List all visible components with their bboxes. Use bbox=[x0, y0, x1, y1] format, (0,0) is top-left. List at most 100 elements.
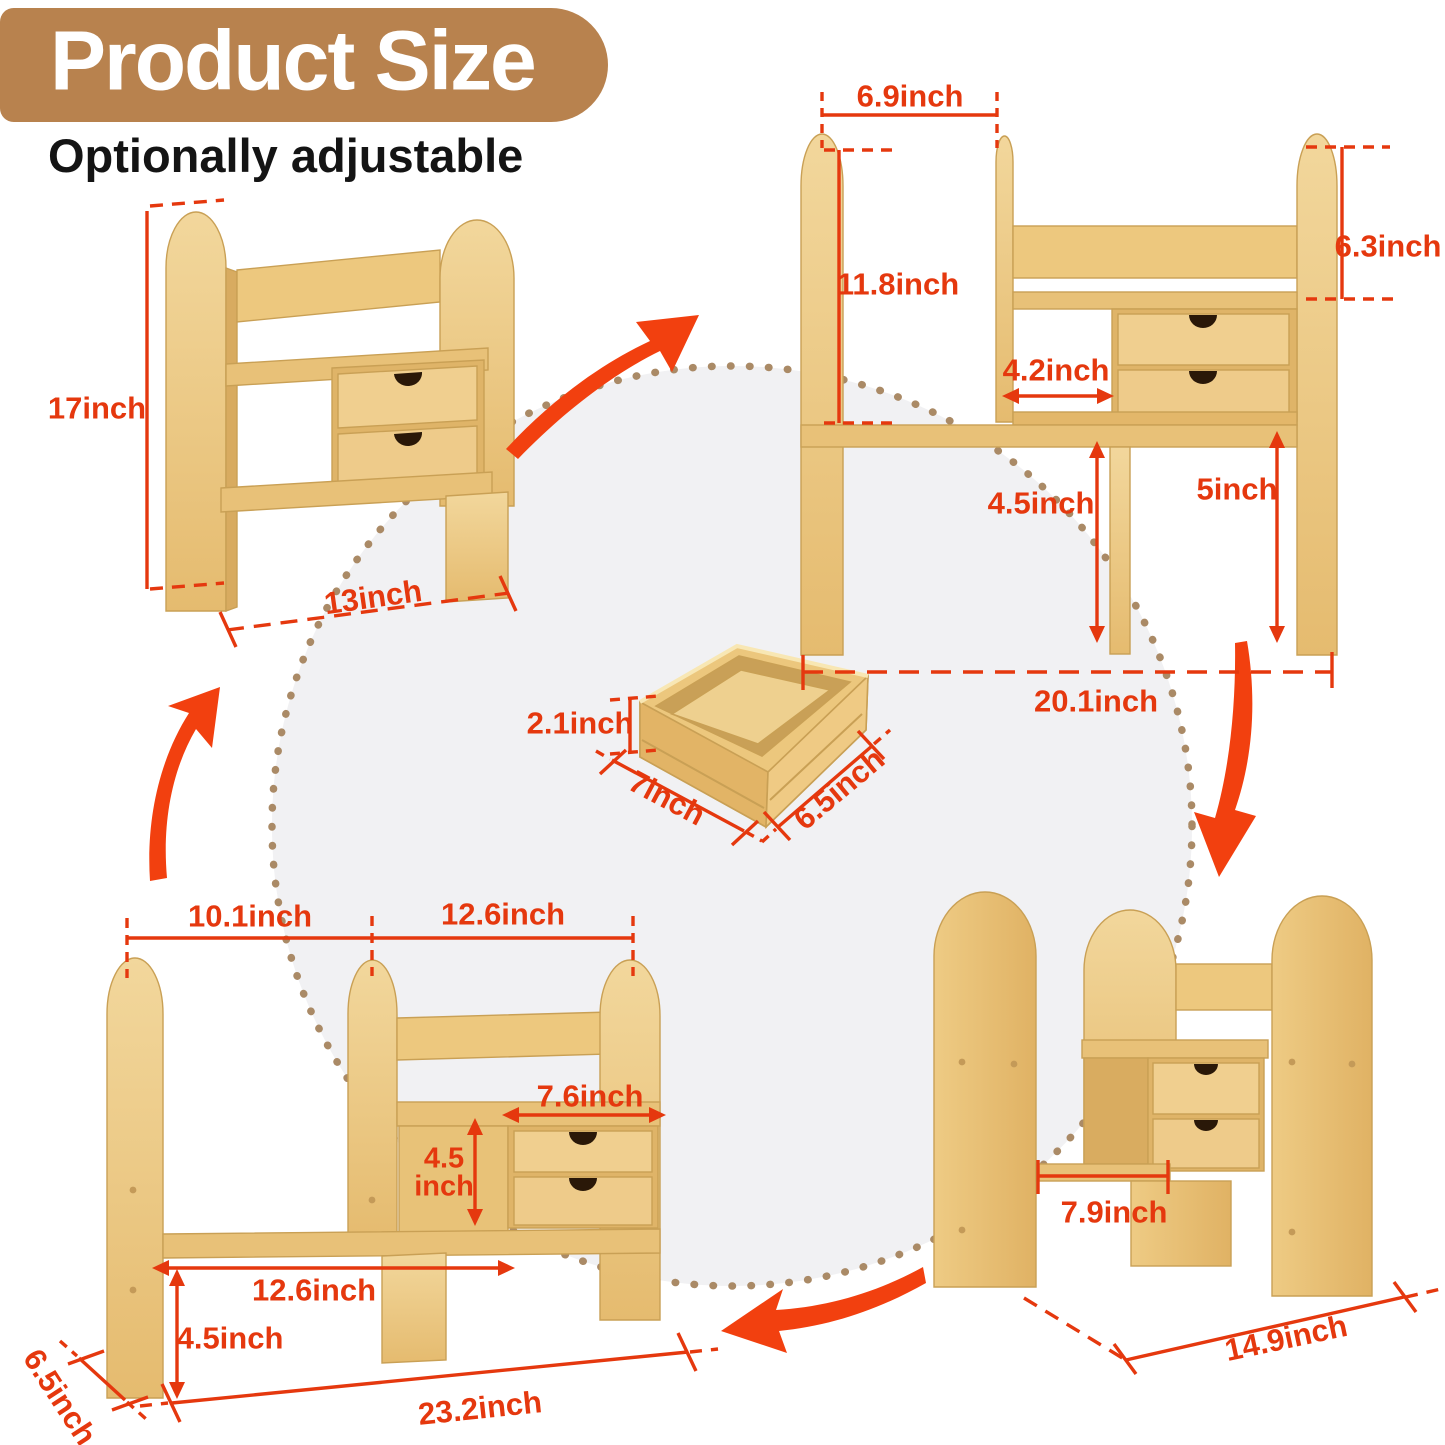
dim-label-tr-left-clearance: 4.5inch bbox=[987, 485, 1095, 521]
dim-tick bbox=[111, 1395, 149, 1412]
dim-tick bbox=[218, 611, 238, 648]
dim-ext bbox=[1023, 1296, 1125, 1361]
dim-tick bbox=[149, 581, 225, 591]
screw bbox=[1288, 1058, 1296, 1066]
dim-label-tr-total-width: 20.1inch bbox=[1033, 683, 1159, 719]
divider-panel bbox=[995, 135, 1014, 423]
drawer-notch bbox=[1194, 1064, 1218, 1075]
arrowhead bbox=[1269, 431, 1285, 448]
drawer-notch bbox=[394, 432, 423, 447]
arrowhead bbox=[152, 1260, 169, 1276]
arrowhead bbox=[1089, 441, 1105, 458]
dim-tick bbox=[498, 575, 518, 612]
config-bottom-right bbox=[933, 891, 1373, 1297]
support-foot bbox=[1109, 446, 1131, 655]
arrow-up-icon bbox=[149, 687, 220, 881]
dim-ext bbox=[745, 830, 763, 843]
dim-tick bbox=[730, 819, 760, 847]
title-badge: Product Size bbox=[0, 8, 608, 122]
dim-line bbox=[226, 591, 510, 632]
dim-label-drawer-height: 2.1inch bbox=[526, 705, 634, 741]
dim-line bbox=[611, 758, 745, 833]
dim-label-bl-slot-height: 4.5 inch bbox=[414, 1142, 474, 1202]
lower-shelf bbox=[800, 424, 1298, 448]
arrowhead bbox=[169, 1269, 185, 1286]
screw bbox=[129, 1186, 137, 1194]
arrowhead bbox=[1097, 388, 1114, 404]
top-rail bbox=[1012, 225, 1298, 279]
screw bbox=[129, 1286, 137, 1294]
dim-tick bbox=[149, 198, 225, 208]
open-slot bbox=[1083, 1057, 1149, 1165]
screw bbox=[1010, 1060, 1018, 1068]
arrowhead bbox=[1269, 626, 1285, 643]
arched-panel-left bbox=[933, 891, 1037, 1288]
dim-label-tr-slot-width: 4.2inch bbox=[1002, 352, 1110, 388]
support-foot bbox=[1130, 1180, 1232, 1267]
middle-shelf bbox=[1081, 1039, 1269, 1059]
drawer-notch bbox=[569, 1132, 597, 1145]
tray-groove bbox=[641, 739, 765, 809]
arrow-left-icon bbox=[721, 1267, 926, 1353]
drawer-notch bbox=[569, 1178, 597, 1191]
arrowhead bbox=[502, 1107, 519, 1123]
dim-label-tr-left-height: 11.8inch bbox=[836, 266, 960, 302]
dim-tick bbox=[160, 1383, 182, 1423]
dim-ext bbox=[139, 1401, 169, 1408]
dim-ext bbox=[1405, 1287, 1442, 1299]
tray-front-right-face bbox=[765, 674, 869, 829]
config-bottom-left bbox=[106, 957, 661, 1399]
dim-tick bbox=[1392, 1280, 1418, 1314]
panel-side-edge bbox=[225, 267, 238, 612]
page-subtitle: Optionally adjustable bbox=[48, 129, 524, 182]
tray-floor bbox=[670, 669, 832, 745]
dim-label-tr-right-height: 6.3inch bbox=[1334, 228, 1442, 264]
arched-panel-left bbox=[800, 133, 844, 656]
arrowhead bbox=[467, 1118, 483, 1135]
dim-label-bl-drawer-width: 7.6inch bbox=[536, 1078, 644, 1114]
dim-ext bbox=[872, 728, 892, 746]
arrow-right-icon bbox=[506, 315, 699, 459]
dim-line bbox=[1125, 1295, 1405, 1362]
dim-tick bbox=[856, 729, 886, 761]
dimension-arrowheads bbox=[152, 388, 1285, 1399]
dim-line bbox=[77, 1356, 127, 1402]
lower-shelf bbox=[1035, 1163, 1171, 1182]
dim-label-br-shelf-span: 7.9inch bbox=[1060, 1194, 1168, 1230]
page-title: Product Size bbox=[50, 13, 537, 108]
arrowhead bbox=[467, 1209, 483, 1226]
dim-ext bbox=[760, 827, 778, 844]
arrow-down-icon bbox=[1194, 641, 1256, 877]
lower-shelf bbox=[162, 1228, 661, 1259]
screw bbox=[1348, 1060, 1356, 1068]
top-rail bbox=[396, 1011, 611, 1061]
dim-label-bl-right-span: 12.6inch bbox=[440, 896, 566, 932]
dim-label-bl-shelf-span: 12.6inch bbox=[251, 1272, 377, 1308]
dimension-lines bbox=[58, 92, 1442, 1423]
dim-tick bbox=[762, 810, 792, 842]
arched-panel-right bbox=[1296, 133, 1338, 656]
support-foot bbox=[381, 1252, 447, 1364]
dim-line bbox=[776, 744, 874, 829]
dim-tick bbox=[609, 748, 659, 756]
tray-groove bbox=[769, 713, 863, 801]
top-rail bbox=[1175, 963, 1273, 1011]
dim-ext bbox=[595, 749, 611, 761]
middle-shelf bbox=[1012, 291, 1298, 310]
dim-ext bbox=[58, 1339, 79, 1358]
drawer-front bbox=[513, 1176, 653, 1226]
dim-label-tl-height: 17inch bbox=[47, 390, 147, 426]
dim-tick bbox=[609, 694, 659, 702]
dim-label-bl-left-span: 10.1inch bbox=[187, 898, 313, 934]
open-slot bbox=[398, 1125, 509, 1233]
screw bbox=[1288, 1228, 1296, 1236]
arched-panel-middle bbox=[347, 959, 398, 1241]
dim-tick bbox=[676, 1332, 698, 1372]
dim-ext bbox=[689, 1347, 719, 1354]
dim-line bbox=[171, 1350, 689, 1405]
arrowhead bbox=[498, 1260, 515, 1276]
dim-tick bbox=[598, 748, 628, 776]
config-top-right bbox=[800, 133, 1338, 656]
drawer-notch bbox=[1189, 315, 1217, 328]
